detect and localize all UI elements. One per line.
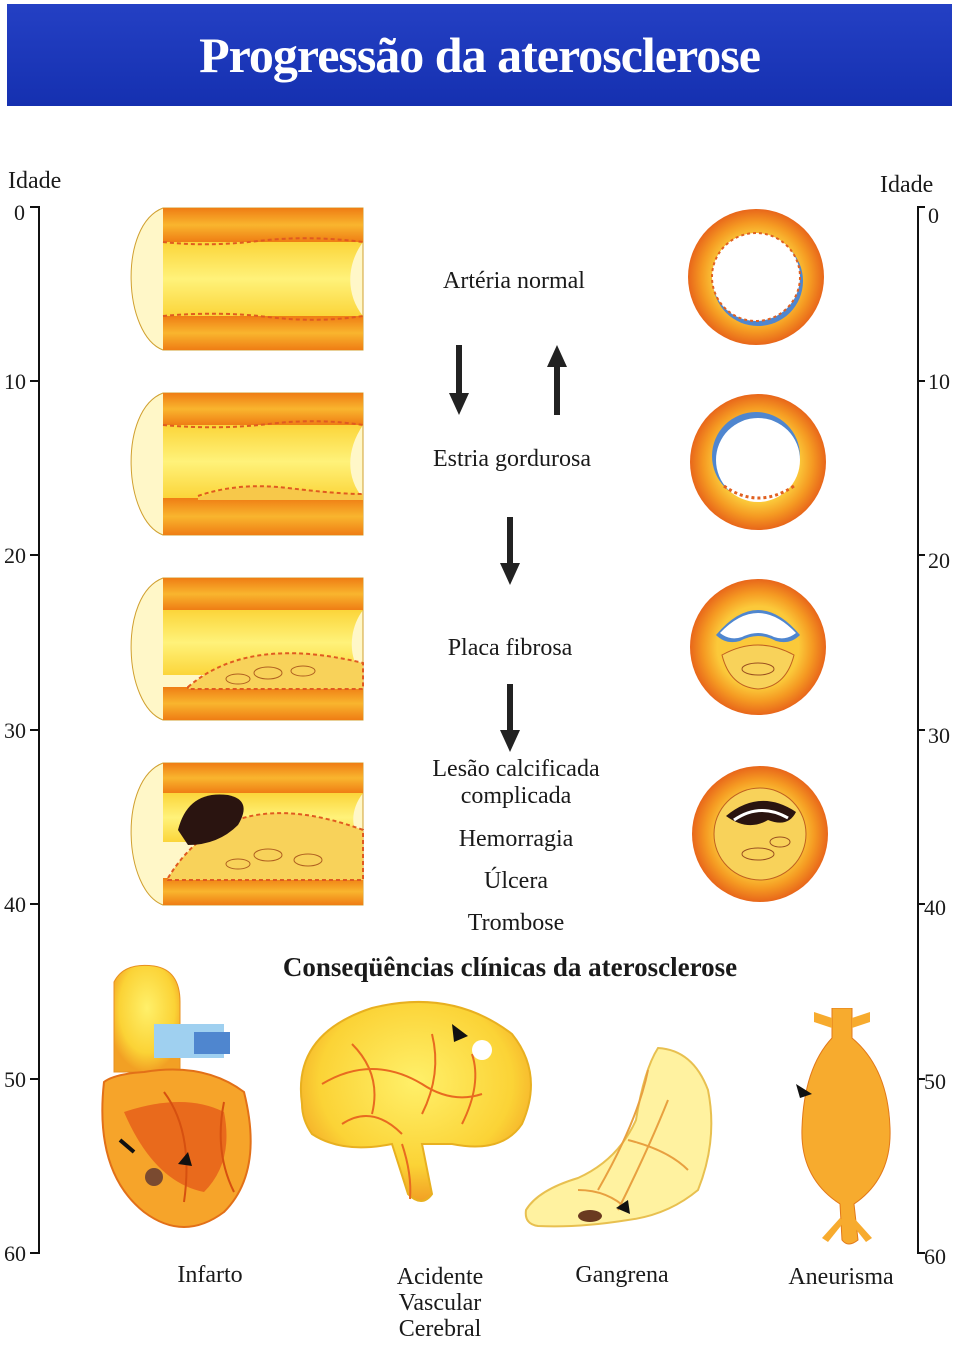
arrow-down-icon <box>500 684 520 752</box>
artery-fatty-streak-cross-section <box>686 390 836 540</box>
left-tick-label-40: 40 <box>4 892 26 918</box>
page-title: Progressão da aterosclerose <box>199 26 760 84</box>
right-tick-label-10: 10 <box>928 369 950 395</box>
left-tick-60 <box>30 1252 38 1254</box>
aneurysm-illustration <box>792 1008 902 1248</box>
artery-normal-longitudinal <box>118 205 368 355</box>
consequence-label-aneurysm: Aneurisma <box>775 1264 907 1290</box>
consequence-label-gangrene: Gangrena <box>556 1262 688 1288</box>
right-tick-label-20: 20 <box>928 548 950 574</box>
left-tick-10 <box>30 380 38 382</box>
foot-illustration <box>518 1040 728 1240</box>
right-tick-10 <box>917 380 925 382</box>
stage-label-complicated-lesion-line2: complicada <box>386 783 646 810</box>
artery-complicated-lesion-longitudinal <box>118 760 368 910</box>
left-tick-40 <box>30 903 38 905</box>
stage-label-complicated-lesion: Lesão calcificada complicada <box>386 756 646 810</box>
left-tick-50 <box>30 1078 38 1080</box>
consequence-label-infarction: Infarto <box>140 1262 280 1288</box>
left-tick-label-0: 0 <box>14 200 25 226</box>
right-tick-label-50: 50 <box>924 1069 946 1095</box>
artery-fatty-streak-longitudinal <box>118 390 368 540</box>
left-tick-label-30: 30 <box>4 718 26 744</box>
title-banner: Progressão da aterosclerose <box>7 4 952 106</box>
left-tick-label-50: 50 <box>4 1067 26 1093</box>
right-tick-label-40: 40 <box>924 895 946 921</box>
artery-fibrous-plaque-longitudinal <box>118 575 368 725</box>
left-tick-30 <box>30 729 38 731</box>
stage-label-fibrous-plaque: Placa fibrosa <box>380 635 640 662</box>
arrow-down-icon <box>449 345 469 415</box>
consequence-label-stroke: Acidente Vascular Cerebral <box>370 1264 510 1342</box>
brain-illustration <box>282 994 542 1214</box>
stage-label-normal: Artéria normal <box>384 268 644 295</box>
consequence-label-stroke-line2: Vascular <box>370 1290 510 1316</box>
right-axis-title: Idade <box>880 172 933 199</box>
left-tick-label-60: 60 <box>4 1241 26 1267</box>
consequence-label-stroke-line3: Cerebral <box>370 1316 510 1342</box>
arrow-down-icon <box>500 517 520 585</box>
consequences-heading: Conseqüências clínicas da aterosclerose <box>200 952 820 983</box>
complication-hemorrhage: Hemorragia <box>386 826 646 853</box>
stage-label-fatty-streak: Estria gordurosa <box>382 446 642 473</box>
right-tick-label-0: 0 <box>928 203 939 229</box>
left-tick-label-20: 20 <box>4 543 26 569</box>
artery-normal-cross-section <box>684 205 834 355</box>
heart-illustration <box>84 962 274 1252</box>
right-tick-30 <box>917 729 925 731</box>
complication-ulcer: Úlcera <box>386 868 646 895</box>
left-axis-line <box>38 206 40 1254</box>
arrow-up-icon <box>547 345 567 415</box>
right-tick-label-30: 30 <box>928 723 950 749</box>
right-tick-20 <box>917 554 925 556</box>
consequence-label-stroke-line1: Acidente <box>370 1264 510 1290</box>
stage-label-complicated-lesion-line1: Lesão calcificada <box>386 756 646 783</box>
artery-complicated-lesion-cross-section <box>688 762 838 912</box>
artery-fibrous-plaque-cross-section <box>686 575 836 725</box>
left-tick-label-10: 10 <box>4 369 26 395</box>
left-tick-20 <box>30 554 38 556</box>
left-tick-0 <box>30 206 38 208</box>
right-tick-0 <box>917 206 925 208</box>
left-axis-title: Idade <box>8 168 61 195</box>
right-tick-label-60: 60 <box>924 1244 946 1270</box>
complication-thrombosis: Trombose <box>386 910 646 937</box>
